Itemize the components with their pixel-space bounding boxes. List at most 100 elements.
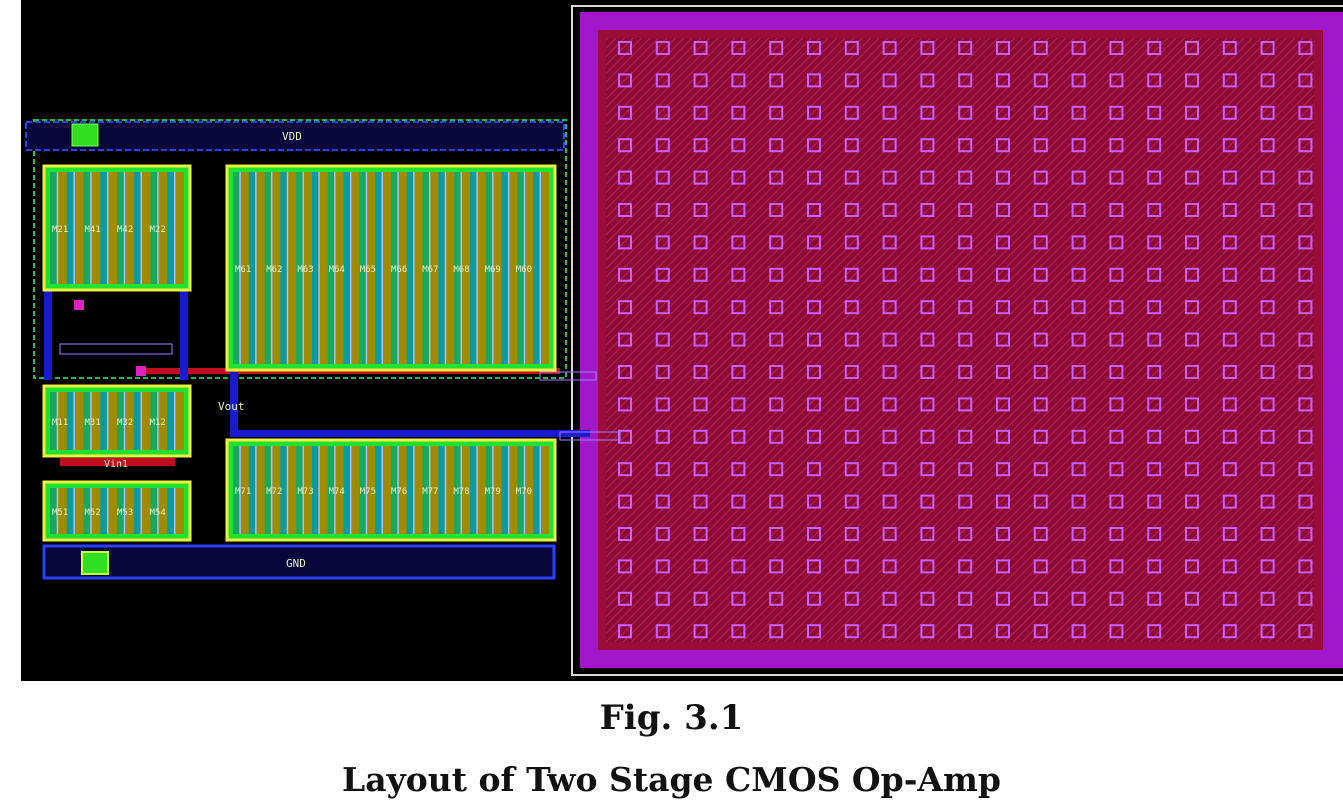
capacitor-via: [618, 494, 632, 509]
capacitor-via: [1147, 138, 1162, 153]
transistor-label: M11: [52, 418, 68, 428]
capacitor-via: [1185, 73, 1199, 88]
capacitor-via: [882, 138, 897, 153]
transistor-label: M79: [485, 487, 501, 497]
capacitor-via: [844, 267, 859, 282]
transistor-label: M21: [52, 225, 68, 235]
transistor-label: M32: [117, 418, 133, 428]
capacitor-via: [1185, 235, 1199, 250]
capacitor-via: [1222, 235, 1237, 250]
capacitor-via: [693, 559, 708, 574]
capacitor-via: [958, 397, 973, 412]
capacitor-via: [769, 494, 784, 509]
capacitor-via: [920, 429, 935, 444]
capacitor-via: [996, 73, 1010, 88]
capacitor-via: [1147, 462, 1162, 477]
capacitor-via: [920, 527, 935, 541]
capacitor-via: [1222, 429, 1237, 444]
capacitor-via: [807, 300, 821, 315]
capacitor-via: [693, 494, 708, 509]
capacitor-via: [618, 624, 632, 639]
capacitor-via: [731, 300, 746, 315]
capacitor-via: [1033, 397, 1048, 412]
transistor-label: M76: [391, 487, 407, 497]
capacitor-via: [1033, 267, 1048, 282]
capacitor-via: [1109, 41, 1124, 55]
capacitor-via: [920, 138, 935, 153]
capacitor-via: [958, 138, 973, 153]
capacitor-via: [769, 429, 784, 444]
capacitor-via: [1109, 170, 1124, 185]
capacitor-via: [1071, 624, 1086, 639]
transistor-label: M64: [329, 265, 345, 275]
route: [230, 430, 590, 437]
capacitor-via: [1298, 365, 1313, 379]
capacitor-via: [1298, 300, 1313, 315]
capacitor-via: [693, 170, 708, 185]
compensation-capacitor: [571, 5, 1343, 676]
capacitor-via: [1109, 397, 1124, 412]
capacitor-via: [920, 41, 935, 55]
capacitor-via: [618, 203, 632, 217]
capacitor-via: [1109, 267, 1124, 282]
capacitor-via: [1109, 527, 1124, 541]
capacitor-via: [1071, 397, 1086, 412]
transistor-label: M42: [117, 225, 133, 235]
capacitor-via: [1147, 332, 1162, 347]
capacitor-via: [693, 267, 708, 282]
capacitor-via: [618, 235, 632, 250]
capacitor-via: [769, 332, 784, 347]
capacitor-via: [731, 462, 746, 477]
capacitor-via: [1260, 203, 1275, 217]
capacitor-via: [731, 591, 746, 606]
capacitor-via: [1109, 105, 1124, 120]
capacitor-via: [807, 365, 821, 379]
capacitor-via: [1185, 170, 1199, 185]
capacitor-via: [1185, 105, 1199, 120]
capacitor-via: [655, 138, 670, 153]
capacitor-via: [844, 41, 859, 55]
capacitor-via: [731, 397, 746, 412]
capacitor-via: [618, 41, 632, 55]
transistor-label: M22: [150, 225, 166, 235]
capacitor-via: [958, 494, 973, 509]
capacitor-via: [882, 332, 897, 347]
transistor-label: M73: [297, 487, 313, 497]
capacitor-via: [655, 267, 670, 282]
capacitor-via: [769, 41, 784, 55]
capacitor-via: [1033, 591, 1048, 606]
capacitor-via: [618, 170, 632, 185]
capacitor-via: [920, 624, 935, 639]
capacitor-via: [769, 105, 784, 120]
capacitor-via: [731, 332, 746, 347]
capacitor-via: [731, 527, 746, 541]
capacitor-via: [1298, 332, 1313, 347]
transistor-label: M52: [85, 508, 101, 518]
capacitor-via: [693, 429, 708, 444]
capacitor-via: [996, 203, 1010, 217]
transistor-label: M51: [52, 508, 68, 518]
capacitor-via: [1147, 203, 1162, 217]
capacitor-via: [1222, 105, 1237, 120]
capacitor-via: [844, 170, 859, 185]
transistor-label: M72: [266, 487, 282, 497]
capacitor-via: [1109, 624, 1124, 639]
capacitor-via: [920, 397, 935, 412]
capacitor-via: [882, 203, 897, 217]
figure-number: Fig. 3.1: [599, 698, 744, 738]
route: [539, 371, 597, 381]
capacitor-via: [1185, 365, 1199, 379]
capacitor-via: [1260, 267, 1275, 282]
capacitor-via: [1147, 591, 1162, 606]
capacitor-via: [1222, 559, 1237, 574]
via: [136, 366, 146, 376]
transistor-label: M77: [422, 487, 438, 497]
capacitor-via: [996, 235, 1010, 250]
capacitor-via: [958, 559, 973, 574]
capacitor-via: [1260, 138, 1275, 153]
capacitor-via: [1109, 559, 1124, 574]
capacitor-via: [1109, 203, 1124, 217]
capacitor-via: [655, 41, 670, 55]
capacitor-via: [1033, 138, 1048, 153]
